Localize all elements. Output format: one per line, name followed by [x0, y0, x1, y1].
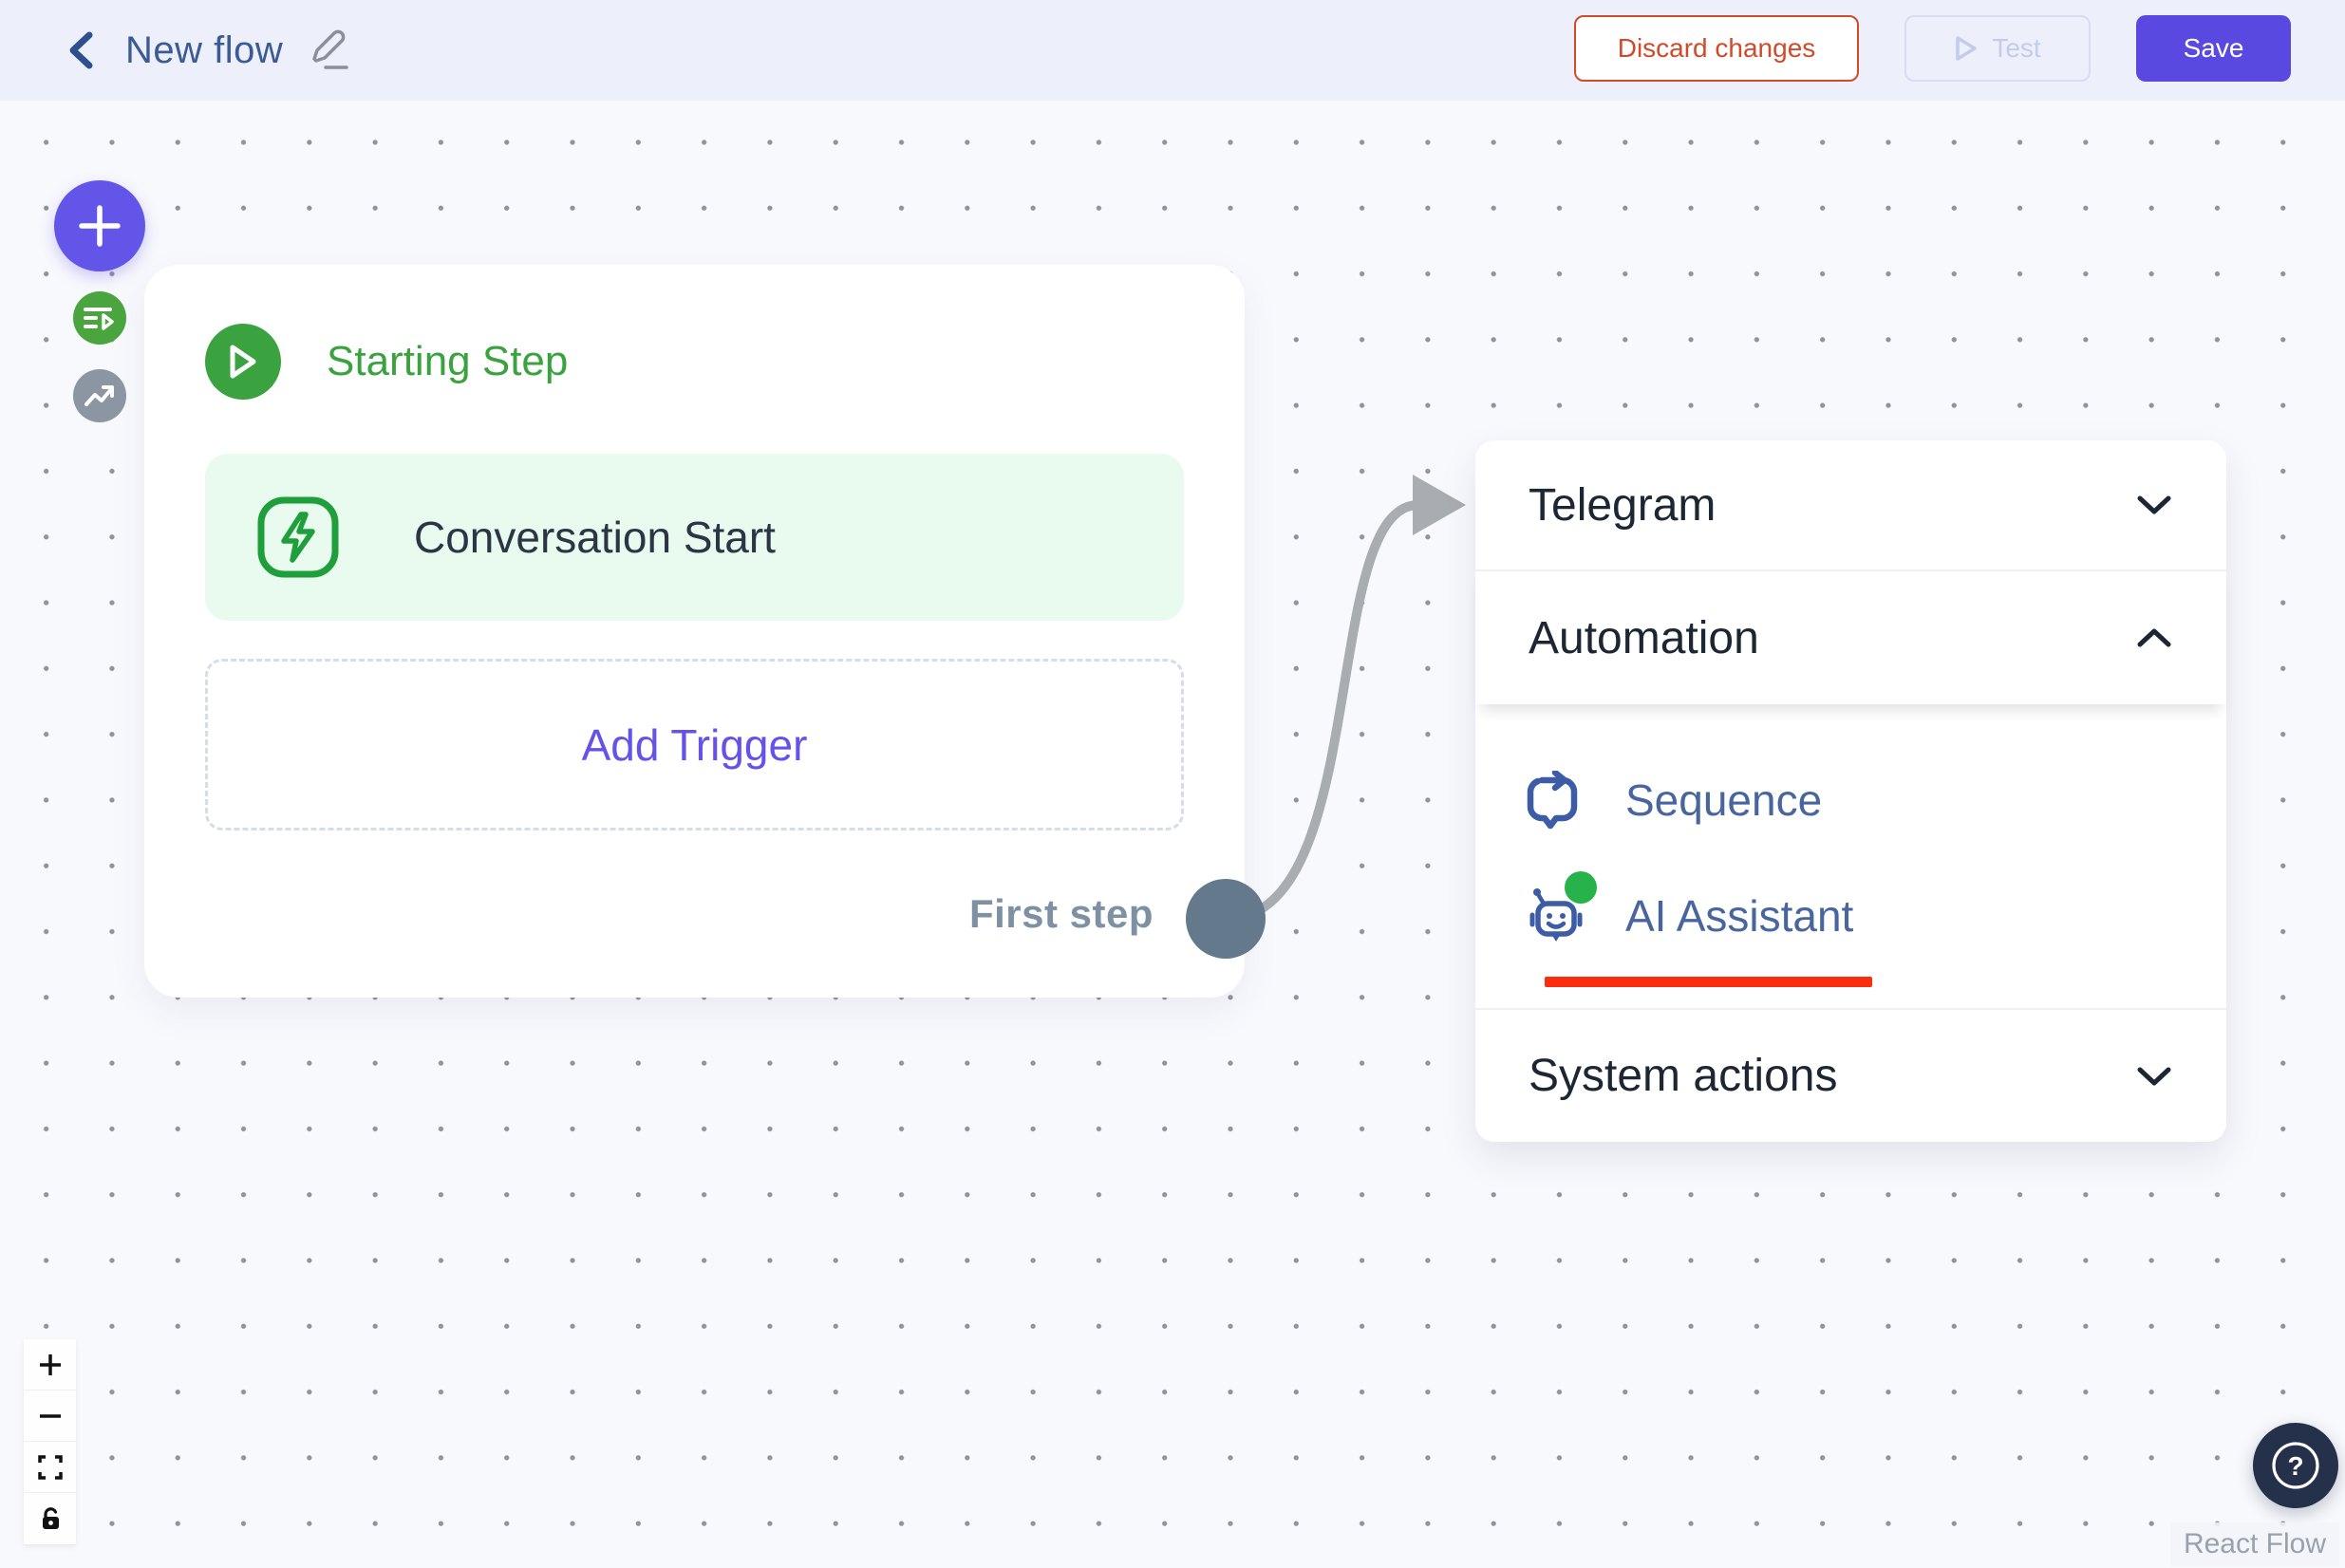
minus-icon [39, 1413, 61, 1418]
test-button[interactable]: Test [1904, 15, 2091, 82]
menu-section-label: Telegram [1529, 479, 1717, 531]
play-outline-icon [1956, 36, 1978, 61]
menu-item-sequence[interactable]: Sequence [1475, 742, 2226, 858]
first-step-row: First step [969, 891, 1154, 937]
chevron-down-icon [2137, 495, 2171, 514]
question-mark-icon: ? [2272, 1442, 2319, 1489]
menu-section-telegram[interactable]: Telegram [1475, 440, 2226, 571]
unlock-icon [42, 1507, 59, 1529]
add-node-button[interactable] [54, 180, 145, 271]
sequence-icon [1527, 769, 1578, 830]
add-trigger-label: Add Trigger [581, 719, 808, 770]
discard-changes-button[interactable]: Discard changes [1574, 15, 1859, 82]
save-button[interactable]: Save [2136, 15, 2291, 82]
node-type-menu: Telegram Automation Sequence [1475, 440, 2226, 1142]
chevron-down-icon [2137, 1067, 2171, 1085]
pencil-icon [312, 29, 349, 69]
plus-icon [39, 1353, 61, 1375]
selection-underline [1545, 977, 1872, 987]
steps-list-button[interactable] [73, 291, 126, 345]
fit-view-icon [37, 1454, 63, 1480]
react-flow-attribution[interactable]: React Flow [2169, 1522, 2339, 1566]
zoom-out-button[interactable] [24, 1391, 76, 1442]
plus-icon [79, 205, 121, 247]
test-button-label: Test [1992, 33, 2041, 63]
playlist-play-icon [84, 308, 114, 330]
rename-flow-button[interactable] [304, 26, 353, 75]
zoom-in-button[interactable] [24, 1339, 76, 1391]
menu-section-system-actions[interactable]: System actions [1475, 1008, 2226, 1142]
play-icon [230, 345, 256, 379]
first-step-handle[interactable] [1186, 879, 1266, 959]
status-dot [1565, 871, 1597, 904]
menu-item-ai-assistant[interactable]: AI Assistant [1475, 858, 2226, 987]
statistics-button[interactable] [73, 369, 126, 422]
chevron-up-icon [2137, 628, 2171, 647]
help-button[interactable]: ? [2253, 1423, 2338, 1508]
node-title: Starting Step [327, 338, 569, 384]
canvas-controls [24, 1339, 76, 1544]
menu-section-label: Automation [1529, 612, 1759, 663]
menu-item-label: Sequence [1625, 775, 1823, 825]
lock-toggle-button[interactable] [24, 1493, 76, 1544]
play-badge [205, 324, 281, 400]
header-actions: Discard changes Test Save [1574, 15, 2291, 82]
ai-assistant-icon [1529, 888, 1583, 942]
menu-item-label: AI Assistant [1625, 891, 1854, 941]
node-header: Starting Step [205, 324, 568, 400]
add-trigger-button[interactable]: Add Trigger [205, 659, 1184, 831]
conversation-start-trigger[interactable]: Conversation Start [205, 454, 1184, 621]
automation-submenu: Sequence AI Assistant [1475, 704, 2226, 1008]
menu-section-label: System actions [1529, 1051, 1838, 1101]
page-title: New flow [125, 28, 284, 71]
lightning-bolt-icon [257, 496, 339, 578]
header-bar: New flow Discard changes Test Save [0, 0, 2345, 101]
fit-view-button[interactable] [24, 1442, 76, 1493]
first-step-label: First step [968, 891, 1154, 936]
starting-step-node[interactable]: Starting Step Conversation Start Add Tri… [144, 265, 1266, 998]
trigger-label: Conversation Start [414, 513, 776, 562]
menu-section-automation[interactable]: Automation [1475, 571, 2226, 704]
svg-text:?: ? [2287, 1451, 2303, 1481]
back-button[interactable] [55, 24, 108, 77]
trending-up-icon [84, 385, 114, 406]
chevron-left-icon [69, 31, 93, 69]
